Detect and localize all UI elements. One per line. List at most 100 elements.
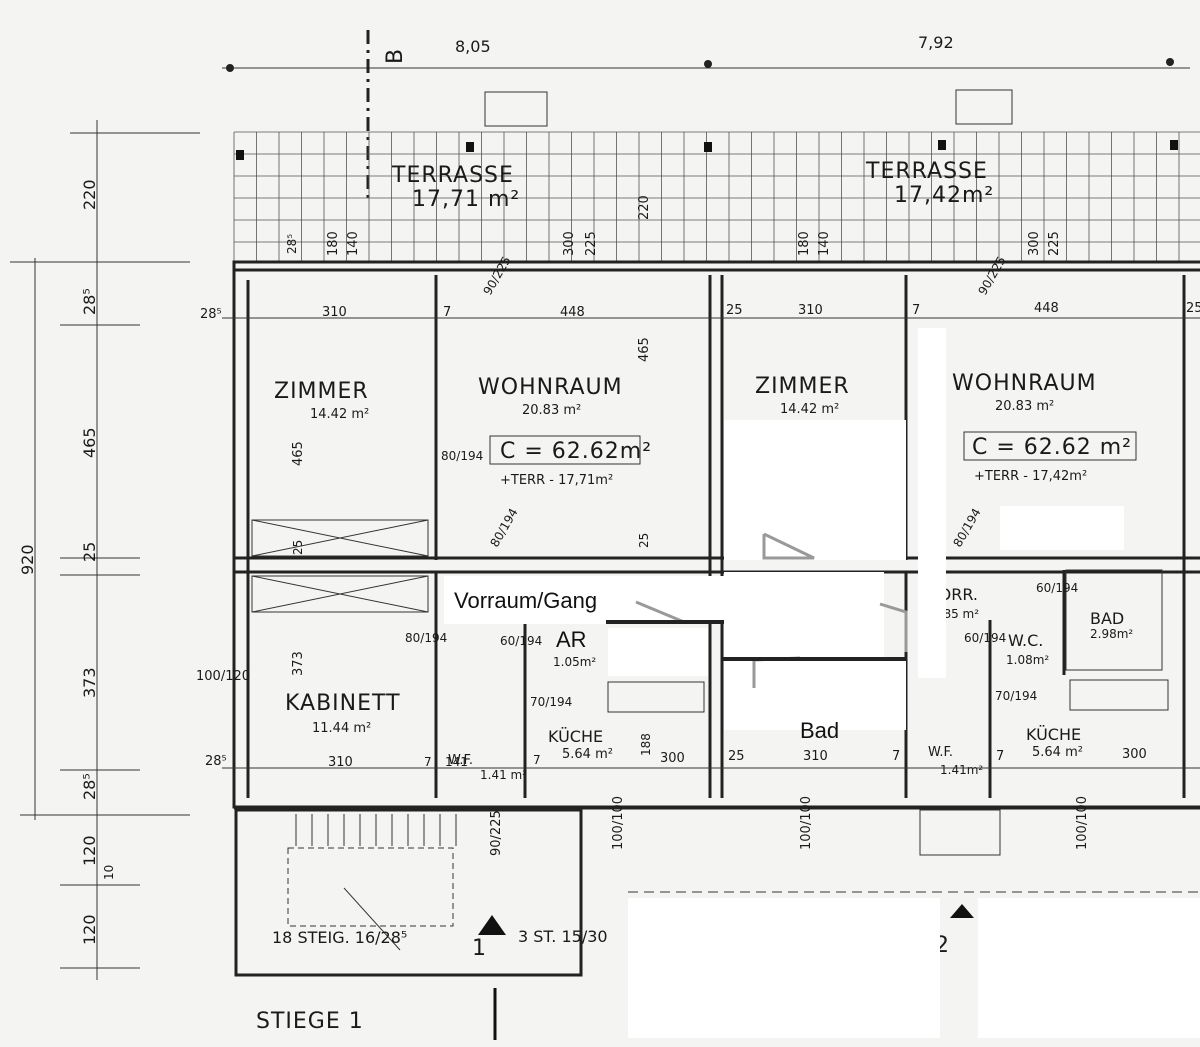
door-dim-4: 60/194 xyxy=(500,634,542,648)
terrace-right-name: TERRASSE xyxy=(865,159,988,184)
dim-r2-1: 310 xyxy=(328,755,353,770)
chimneys xyxy=(236,89,1178,160)
room-kueche-left-area: 5.64 m² xyxy=(562,747,613,762)
room-bad-area: 2.98m² xyxy=(1090,627,1133,641)
dim-r2-3: 141 xyxy=(445,755,468,769)
unit-area-boxes: C = 62.62m² +TERR - 17,71m² C = 62.62 m²… xyxy=(489,431,1137,488)
dim-top-right: 7,92 xyxy=(918,33,954,52)
dim-left-285a: 28⁵ xyxy=(80,288,99,315)
walls xyxy=(232,260,1200,810)
misc-dim-10: 100/100 xyxy=(799,796,814,850)
dim-r2-0: 28⁵ xyxy=(205,754,227,769)
room-wf-right-name: W.F. xyxy=(928,745,953,760)
room-labels: ZIMMER 14.42 m² WOHNRAUM 20.83 m² ZIMMER… xyxy=(274,371,1133,782)
dim-left-10: 10 xyxy=(102,865,116,880)
terrace-labels: TERRASSE 17,71 m² TERRASSE 17,42m² 28⁵ 1… xyxy=(285,159,1062,256)
row-dimensions-lower: 28⁵ 310 7 141 7 300 25 310 7 7 300 xyxy=(205,747,1200,770)
terr-dim-300a: 300 xyxy=(562,231,577,256)
door-dim-0: 80/194 xyxy=(441,449,483,463)
terrace-grid xyxy=(233,131,1200,262)
stair-title: STIEGE 1 xyxy=(256,1009,364,1034)
terrace-left-area: 17,71 m² xyxy=(412,187,520,212)
room-wf-right-area: 1.41m² xyxy=(940,763,983,777)
dim-r1-7: 448 xyxy=(1034,301,1059,316)
room-wf-left-name: W.F. xyxy=(448,753,473,768)
dim-top-left: 8,05 xyxy=(455,37,491,56)
room-wohnraum-left-name: WOHNRAUM xyxy=(478,375,623,400)
room-zimmer-right-name: ZIMMER xyxy=(755,374,850,399)
dim-left-285b: 28⁵ xyxy=(80,773,99,800)
stair-steps-2: 3 ST. 15/30 xyxy=(518,927,608,946)
dim-left-120b: 120 xyxy=(80,914,99,945)
room-zimmer-right-area: 14.42 m² xyxy=(780,402,839,417)
terrace-left-name: TERRASSE xyxy=(391,163,514,188)
overlay-bad-label: Bad xyxy=(800,718,839,743)
dim-r1-8: 25 xyxy=(1186,301,1200,316)
overlay-labels: Vorraum/Gang AR Bad xyxy=(454,588,839,743)
misc-dim-12: 90/225 xyxy=(489,810,504,856)
misc-dim-11: 100/100 xyxy=(1075,796,1090,850)
unit-left-terr: +TERR - 17,71m² xyxy=(500,473,613,488)
section-marker-b: B xyxy=(366,30,408,200)
misc-dim-0: 465 xyxy=(291,441,306,466)
left-dimension-chain: 220 28⁵ 465 25 373 28⁵ 120 10 120 920 xyxy=(10,120,200,980)
room-zimmer-left-area: 14.42 m² xyxy=(310,407,369,422)
section-arrow-1 xyxy=(478,915,506,935)
room-kabinett-name: KABINETT xyxy=(285,691,401,716)
section-1-label: 1 xyxy=(472,936,487,961)
misc-dim-1: 465 xyxy=(637,337,652,362)
dim-r2-10: 300 xyxy=(1122,747,1147,762)
stair-steps: 18 STEIG. 16/28⁵ xyxy=(272,928,407,947)
door-swings xyxy=(606,532,908,688)
dim-r1-2: 7 xyxy=(443,305,451,320)
dim-left-120a: 120 xyxy=(80,835,99,866)
top-dimension-chain: 8,05 7,92 xyxy=(222,33,1190,72)
room-wohnraum-right-name: WOHNRAUM xyxy=(952,371,1097,396)
dim-r1-5: 310 xyxy=(798,303,823,318)
overlay-ar-label: AR xyxy=(556,627,587,652)
section-label: B xyxy=(383,48,408,64)
room-zimmer-left-name: ZIMMER xyxy=(274,379,369,404)
door-dim-8: 70/194 xyxy=(995,689,1037,703)
room-bad-name: BAD xyxy=(1090,609,1124,628)
dim-r1-6: 7 xyxy=(912,303,920,318)
terr-dim-225b: 225 xyxy=(1047,231,1062,256)
unit-right-area: C = 62.62 m² xyxy=(972,435,1132,460)
room-wf-left-area: 1.41 m² xyxy=(480,768,527,782)
dim-left-373: 373 xyxy=(80,667,99,698)
dim-left-220: 220 xyxy=(80,179,99,210)
misc-dim-8: 188 xyxy=(639,733,653,756)
terrace-right-area: 17,42m² xyxy=(894,183,994,208)
terr-dim-220: 220 xyxy=(637,195,652,220)
unit-left-area: C = 62.62m² xyxy=(500,439,652,464)
dim-left-920: 920 xyxy=(18,544,37,575)
dim-r2-7: 310 xyxy=(803,749,828,764)
terr-dim-285: 28⁵ xyxy=(285,234,299,254)
dim-r1-3: 448 xyxy=(560,305,585,320)
room-kueche-right-name: KÜCHE xyxy=(1026,725,1081,744)
misc-dim-3: 25 xyxy=(291,540,305,555)
dim-r1-0: 28⁵ xyxy=(200,307,222,322)
room-wohnraum-right-area: 20.83 m² xyxy=(995,399,1054,414)
room-wc-name: W.C. xyxy=(1008,631,1043,650)
terr-dim-140a: 140 xyxy=(346,231,361,256)
misc-dim-6: 373 xyxy=(291,651,306,676)
room-kabinett-area: 11.44 m² xyxy=(312,721,371,736)
dim-r2-2: 7 xyxy=(424,755,432,769)
terr-dim-225a: 225 xyxy=(584,231,599,256)
dim-r2-6: 25 xyxy=(728,749,745,764)
terr-dim-140b: 140 xyxy=(817,231,832,256)
room-kueche-left-name: KÜCHE xyxy=(548,727,603,746)
dim-left-465: 465 xyxy=(80,427,99,458)
dim-left-25: 25 xyxy=(80,542,99,562)
door-dim-5: 70/194 xyxy=(530,695,572,709)
dim-r1-4: 25 xyxy=(726,303,743,318)
misc-dim-9: 100/100 xyxy=(611,796,626,850)
unit-right-terr: +TERR - 17,42m² xyxy=(974,469,1087,484)
dim-r2-5: 300 xyxy=(660,751,685,766)
row-dimensions-upper: 28⁵ 310 7 448 25 310 7 448 25 xyxy=(200,301,1200,322)
misc-dim-7: 100/120 xyxy=(196,669,250,684)
terr-dim-180b: 180 xyxy=(797,231,812,256)
room-wohnraum-left-area: 20.83 m² xyxy=(522,403,581,418)
